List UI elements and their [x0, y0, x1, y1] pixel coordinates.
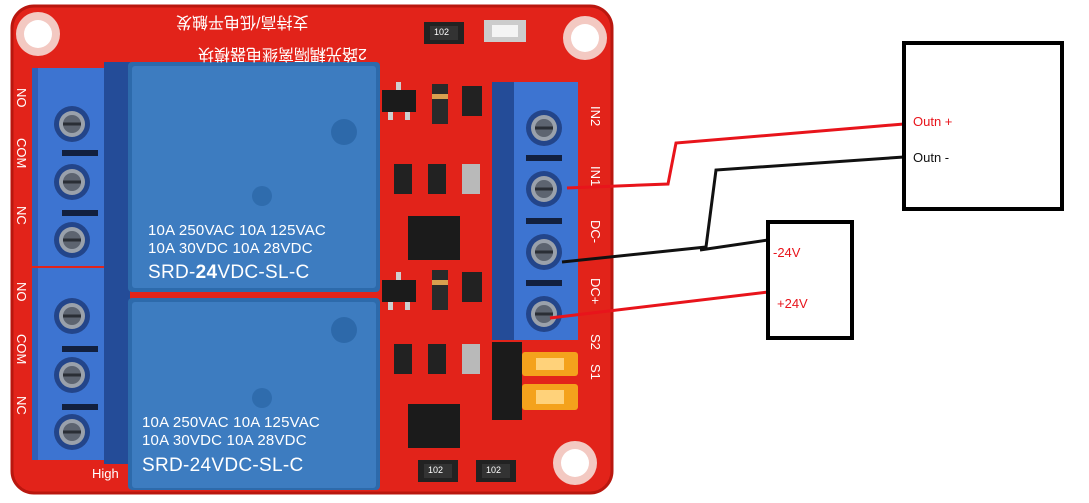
transistor-2 — [382, 272, 416, 310]
mounting-hole-top-right — [563, 16, 607, 60]
optocoupler-1 — [408, 216, 460, 260]
wire-supply-positive — [549, 290, 769, 320]
right-label-dc-plus: DC+ — [588, 278, 603, 305]
relay-bottom — [128, 298, 380, 490]
mounting-hole-bottom-right — [553, 441, 597, 485]
relay-top-model-suffix: VDC-SL-C — [217, 262, 310, 283]
left-label-no-1: NO — [14, 88, 29, 108]
diode-2 — [432, 270, 448, 310]
left-label-no-2: NO — [14, 282, 29, 302]
wire-outn-negative — [561, 155, 905, 264]
diode-1 — [432, 84, 448, 124]
relay-bottom-rating-line1: 10A 250VAC 10A 125VAC — [142, 414, 320, 431]
left-terminal-dividers — [62, 150, 98, 410]
jumper-header — [492, 342, 578, 420]
right-terminal-dividers — [526, 155, 562, 286]
left-label-com-2: COM — [14, 334, 29, 365]
supply-negative-label: -24V — [773, 245, 801, 260]
resistor-code-bottom-1: 102 — [428, 465, 444, 475]
module-title-line1: 2路光耦隔离继电器模块 — [198, 45, 367, 62]
right-label-dc-minus: DC- — [588, 220, 603, 244]
jumper-label-s2: S2 — [588, 334, 603, 350]
wire-supply-negative — [699, 238, 769, 252]
left-label-com-1: COM — [14, 138, 29, 169]
outn-positive-label: Outn + — [913, 114, 953, 129]
relay-bottom-rating-line2: 10A 30VDC 10A 28VDC — [142, 432, 307, 449]
left-label-nc-2: NC — [14, 396, 29, 415]
right-terminal-screws — [526, 110, 562, 332]
pcb-board-shade — [10, 4, 614, 495]
resistor-code-top: 102 — [434, 27, 450, 37]
high-label: High — [92, 466, 119, 481]
optocoupler-2 — [408, 404, 460, 448]
resistor-code-bottom-2: 102 — [486, 465, 502, 475]
relay-top — [128, 62, 380, 292]
transistor-1 — [382, 82, 416, 120]
smd-components — [394, 20, 526, 482]
relay-top-model: SRD-24VDC-SL-C — [148, 262, 310, 284]
right-label-in1: IN1 — [588, 166, 603, 187]
relay-top-rating-line1: 10A 250VAC 10A 125VAC — [148, 222, 326, 239]
relay-top-rating-line2: 10A 30VDC 10A 28VDC — [148, 240, 313, 257]
relay-bottom-model: SRD-24VDC-SL-C — [142, 455, 304, 476]
right-label-in2: IN2 — [588, 106, 603, 127]
mounting-hole-top-left — [16, 12, 60, 56]
jumper-label-s1: S1 — [588, 364, 603, 380]
supply-box — [766, 220, 854, 340]
outn-negative-label: Outn - — [913, 150, 950, 165]
relay-top-model-prefix: SRD- — [148, 262, 196, 283]
module-title-line2: 支持高/低电平触发 — [176, 13, 309, 30]
wire-outn-positive — [566, 122, 905, 190]
left-terminal-screws — [54, 106, 90, 450]
left-label-nc-1: NC — [14, 206, 29, 225]
relay-top-model-voltage: 24 — [195, 262, 218, 283]
supply-positive-label: +24V — [777, 296, 808, 311]
output-device-box — [902, 41, 1064, 211]
